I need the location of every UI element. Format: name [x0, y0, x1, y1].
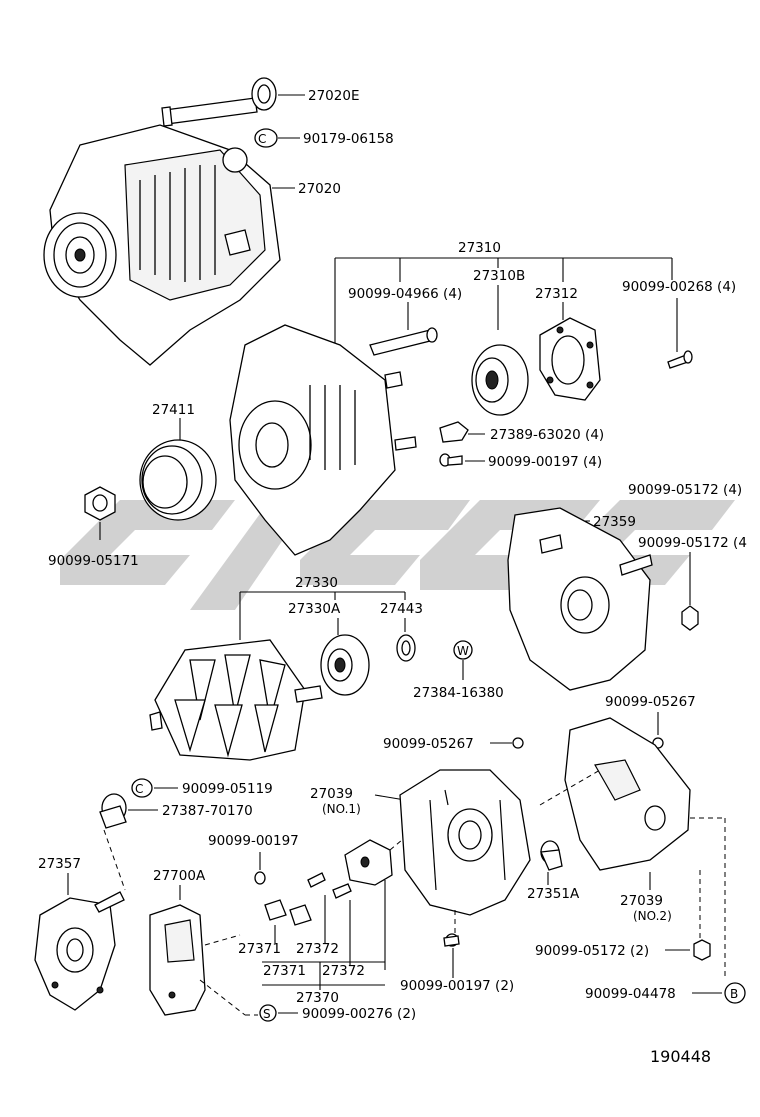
label-90179-06158: 90179-06158	[303, 131, 394, 147]
brush-holder	[264, 839, 393, 926]
svg-text:B: B	[730, 987, 738, 1001]
label-no2: (NO.2)	[633, 909, 672, 923]
label-90099-05172-4b: 90099-05172 (4	[638, 535, 747, 551]
label-27387-70170: 27387-70170	[162, 803, 253, 819]
label-27389-63020: 27389-63020 (4)	[490, 427, 604, 443]
label-27351a: 27351A	[527, 886, 580, 902]
nut-90099-05171	[84, 486, 116, 521]
label-27312: 27312	[535, 286, 578, 302]
label-90099-00276: 90099-00276 (2)	[302, 1006, 416, 1022]
nut-90099-05172-2	[693, 939, 711, 961]
regulator-27700a	[149, 904, 206, 1016]
screw-90099-00197	[254, 871, 266, 885]
rotor-27330	[149, 639, 323, 761]
stud-bolt-90099-04966	[369, 327, 438, 356]
label-27384-16380: 27384-16380	[413, 685, 504, 701]
label-90099-04478: 90099-04478	[585, 986, 676, 1002]
label-27310: 27310	[458, 240, 501, 256]
label-27359: 27359	[593, 514, 636, 530]
insulator-27389-63020	[439, 421, 469, 443]
label-90099-05267-r: 90099-05267	[605, 694, 696, 710]
label-27020: 27020	[298, 181, 341, 197]
label-27700a: 27700A	[153, 868, 206, 884]
label-90099-00268: 90099-00268 (4)	[622, 279, 736, 295]
bearing-27310b	[471, 344, 529, 416]
retainer-plate-27312	[539, 317, 601, 401]
alternator-assembly	[43, 124, 281, 366]
end-cover-27039-no1	[399, 769, 531, 916]
nut-90099-05119	[131, 778, 153, 798]
nut-90179-06158: C	[254, 128, 278, 148]
label-27330: 27330	[295, 575, 338, 591]
label-27039-no2: 27039	[620, 893, 663, 909]
label-27370: 27370	[296, 990, 339, 1006]
pulley-27411	[139, 439, 217, 521]
label-27020e: 27020E	[308, 88, 359, 104]
rear-cover-27039-no2	[564, 717, 691, 871]
marker-s: S	[259, 1004, 277, 1022]
label-27371a: 27371	[238, 941, 281, 957]
screw-90099-00197-4	[439, 453, 463, 467]
label-90099-05171: 90099-05171	[48, 553, 139, 569]
label-27371b: 27371	[263, 963, 306, 979]
washer-27443	[396, 634, 416, 662]
label-90099-05119: 90099-05119	[182, 781, 273, 797]
rectifier-end-frame-27359	[507, 507, 653, 691]
label-90099-05172-4a: 90099-05172 (4)	[628, 482, 742, 498]
svg-text:S: S	[263, 1007, 271, 1021]
label-27372b: 27372	[322, 963, 365, 979]
rectifier-27357	[34, 891, 125, 1011]
svg-text:W: W	[457, 644, 469, 658]
bearing-27330a	[320, 634, 370, 696]
label-90099-04966: 90099-04966 (4)	[348, 286, 462, 302]
svg-text:C: C	[135, 782, 143, 796]
long-bolt-27020e	[161, 77, 277, 127]
label-27411: 27411	[152, 402, 195, 418]
label-27357: 27357	[38, 856, 81, 872]
terminal-27387-70170	[99, 793, 127, 829]
nut-90099-05172	[681, 605, 699, 631]
label-no1: (NO.1)	[322, 802, 361, 816]
svg-text:C: C	[258, 132, 266, 146]
label-90099-00197-2: 90099-00197 (2)	[400, 978, 514, 994]
screw-90099-00268	[667, 350, 693, 369]
label-90099-05172-2: 90099-05172 (2)	[535, 943, 649, 959]
screw-90099-00197-2	[443, 933, 460, 947]
marker-b: B	[724, 982, 746, 1004]
label-90099-00197-4: 90099-00197 (4)	[488, 454, 602, 470]
diagram-id: 190448	[650, 1047, 711, 1066]
label-27443: 27443	[380, 601, 423, 617]
label-90099-05267-l: 90099-05267	[383, 736, 474, 752]
nut-05267-l	[512, 737, 524, 749]
drive-end-frame	[229, 324, 417, 556]
label-90099-00197: 90099-00197	[208, 833, 299, 849]
label-27372a: 27372	[296, 941, 339, 957]
label-27330a: 27330A	[288, 601, 341, 617]
label-27310b: 27310B	[473, 268, 525, 284]
marker-w: W	[453, 640, 473, 660]
label-27039-no1: 27039	[310, 786, 353, 802]
bush-27351a	[540, 840, 563, 871]
